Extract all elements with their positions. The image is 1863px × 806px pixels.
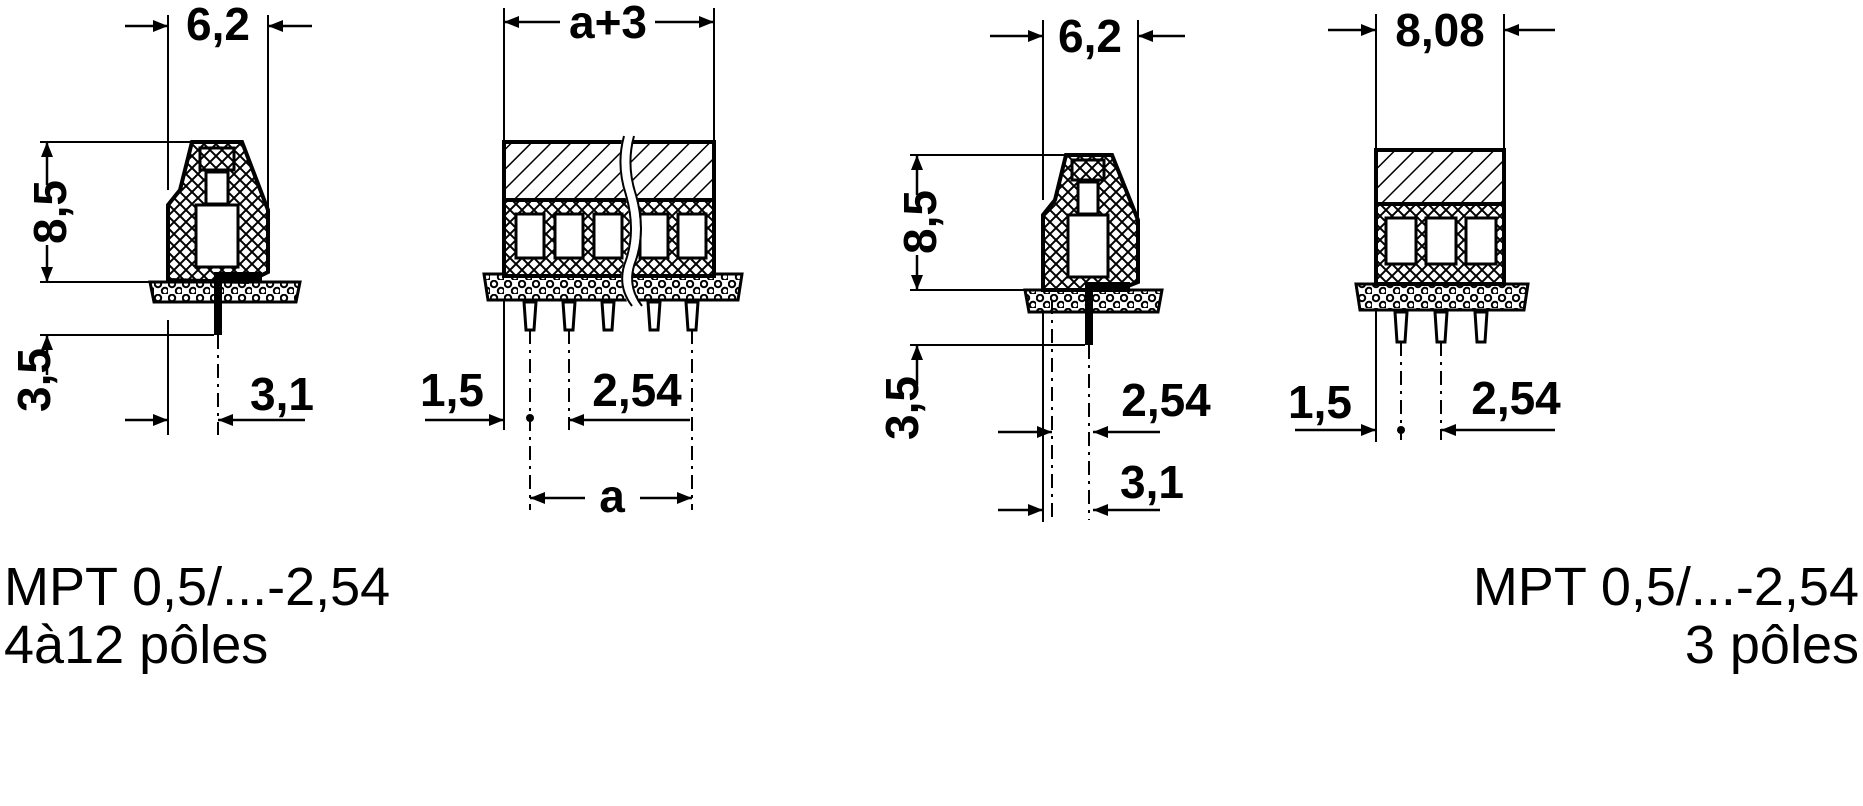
right-caption-poles: 3 pôles [1684,615,1859,675]
dim-right-pin-offset: 3,1 [1120,456,1184,508]
right-front-view: 8,08 1,5 2,54 [1288,4,1561,442]
pcb-board [1023,288,1164,314]
dim-right-height: 8,5 [894,190,946,254]
pcb-board [1354,282,1530,312]
screw-head [1070,158,1106,182]
dim-right-overall-width: 8,08 [1395,4,1485,56]
left-caption-model: MPT 0,5/...-2,54 [4,557,391,617]
dim-left-edge-to-pin: 1,5 [420,364,484,416]
dim-right-pitch-side: 2,54 [1121,374,1211,426]
terminal-opening [514,212,546,260]
pins [522,300,700,332]
dim-span-a: a [599,470,625,522]
dim-left-pin-offset: 3,1 [250,368,314,420]
terminal-opening [638,212,670,260]
dim-overall-width-a3: a+3 [569,0,647,48]
pcb-board [148,280,302,304]
dim-right-side-width: 6,2 [1058,10,1122,62]
screw-head [198,146,236,172]
dim-left-height: 8,5 [24,180,76,244]
housing-top [502,140,716,204]
housing-top [1374,148,1506,208]
terminal-opening [1424,216,1458,266]
pin [1085,276,1130,345]
dim-left-pin-length: 3,5 [8,348,60,412]
dim-left-pitch: 2,54 [592,364,682,416]
pin [214,268,262,335]
dim-right-pin-length: 3,5 [876,376,928,440]
right-caption-model: MPT 0,5/...-2,54 [1472,557,1859,617]
left-front-view: a+3 1,5 2,54 a [420,0,744,522]
left-caption-poles: 4à12 pôles [4,615,269,675]
dim-left-side-width: 6,2 [186,0,250,50]
terminal-opening [553,212,585,260]
pins [1393,310,1489,344]
terminal-opening [676,212,708,260]
left-side-view: 6,2 8,5 3,5 3,1 [8,0,314,435]
wire-channel [194,203,240,269]
terminal-opening [1464,216,1498,266]
break-line [619,134,641,310]
right-side-view: 6,2 8,5 3,5 2,54 3,1 [876,10,1211,522]
dim-right-pitch: 2,54 [1471,372,1561,424]
terminal-opening [1384,216,1418,266]
terminal-opening [592,212,624,260]
dim-right-edge-to-pin: 1,5 [1288,376,1352,428]
